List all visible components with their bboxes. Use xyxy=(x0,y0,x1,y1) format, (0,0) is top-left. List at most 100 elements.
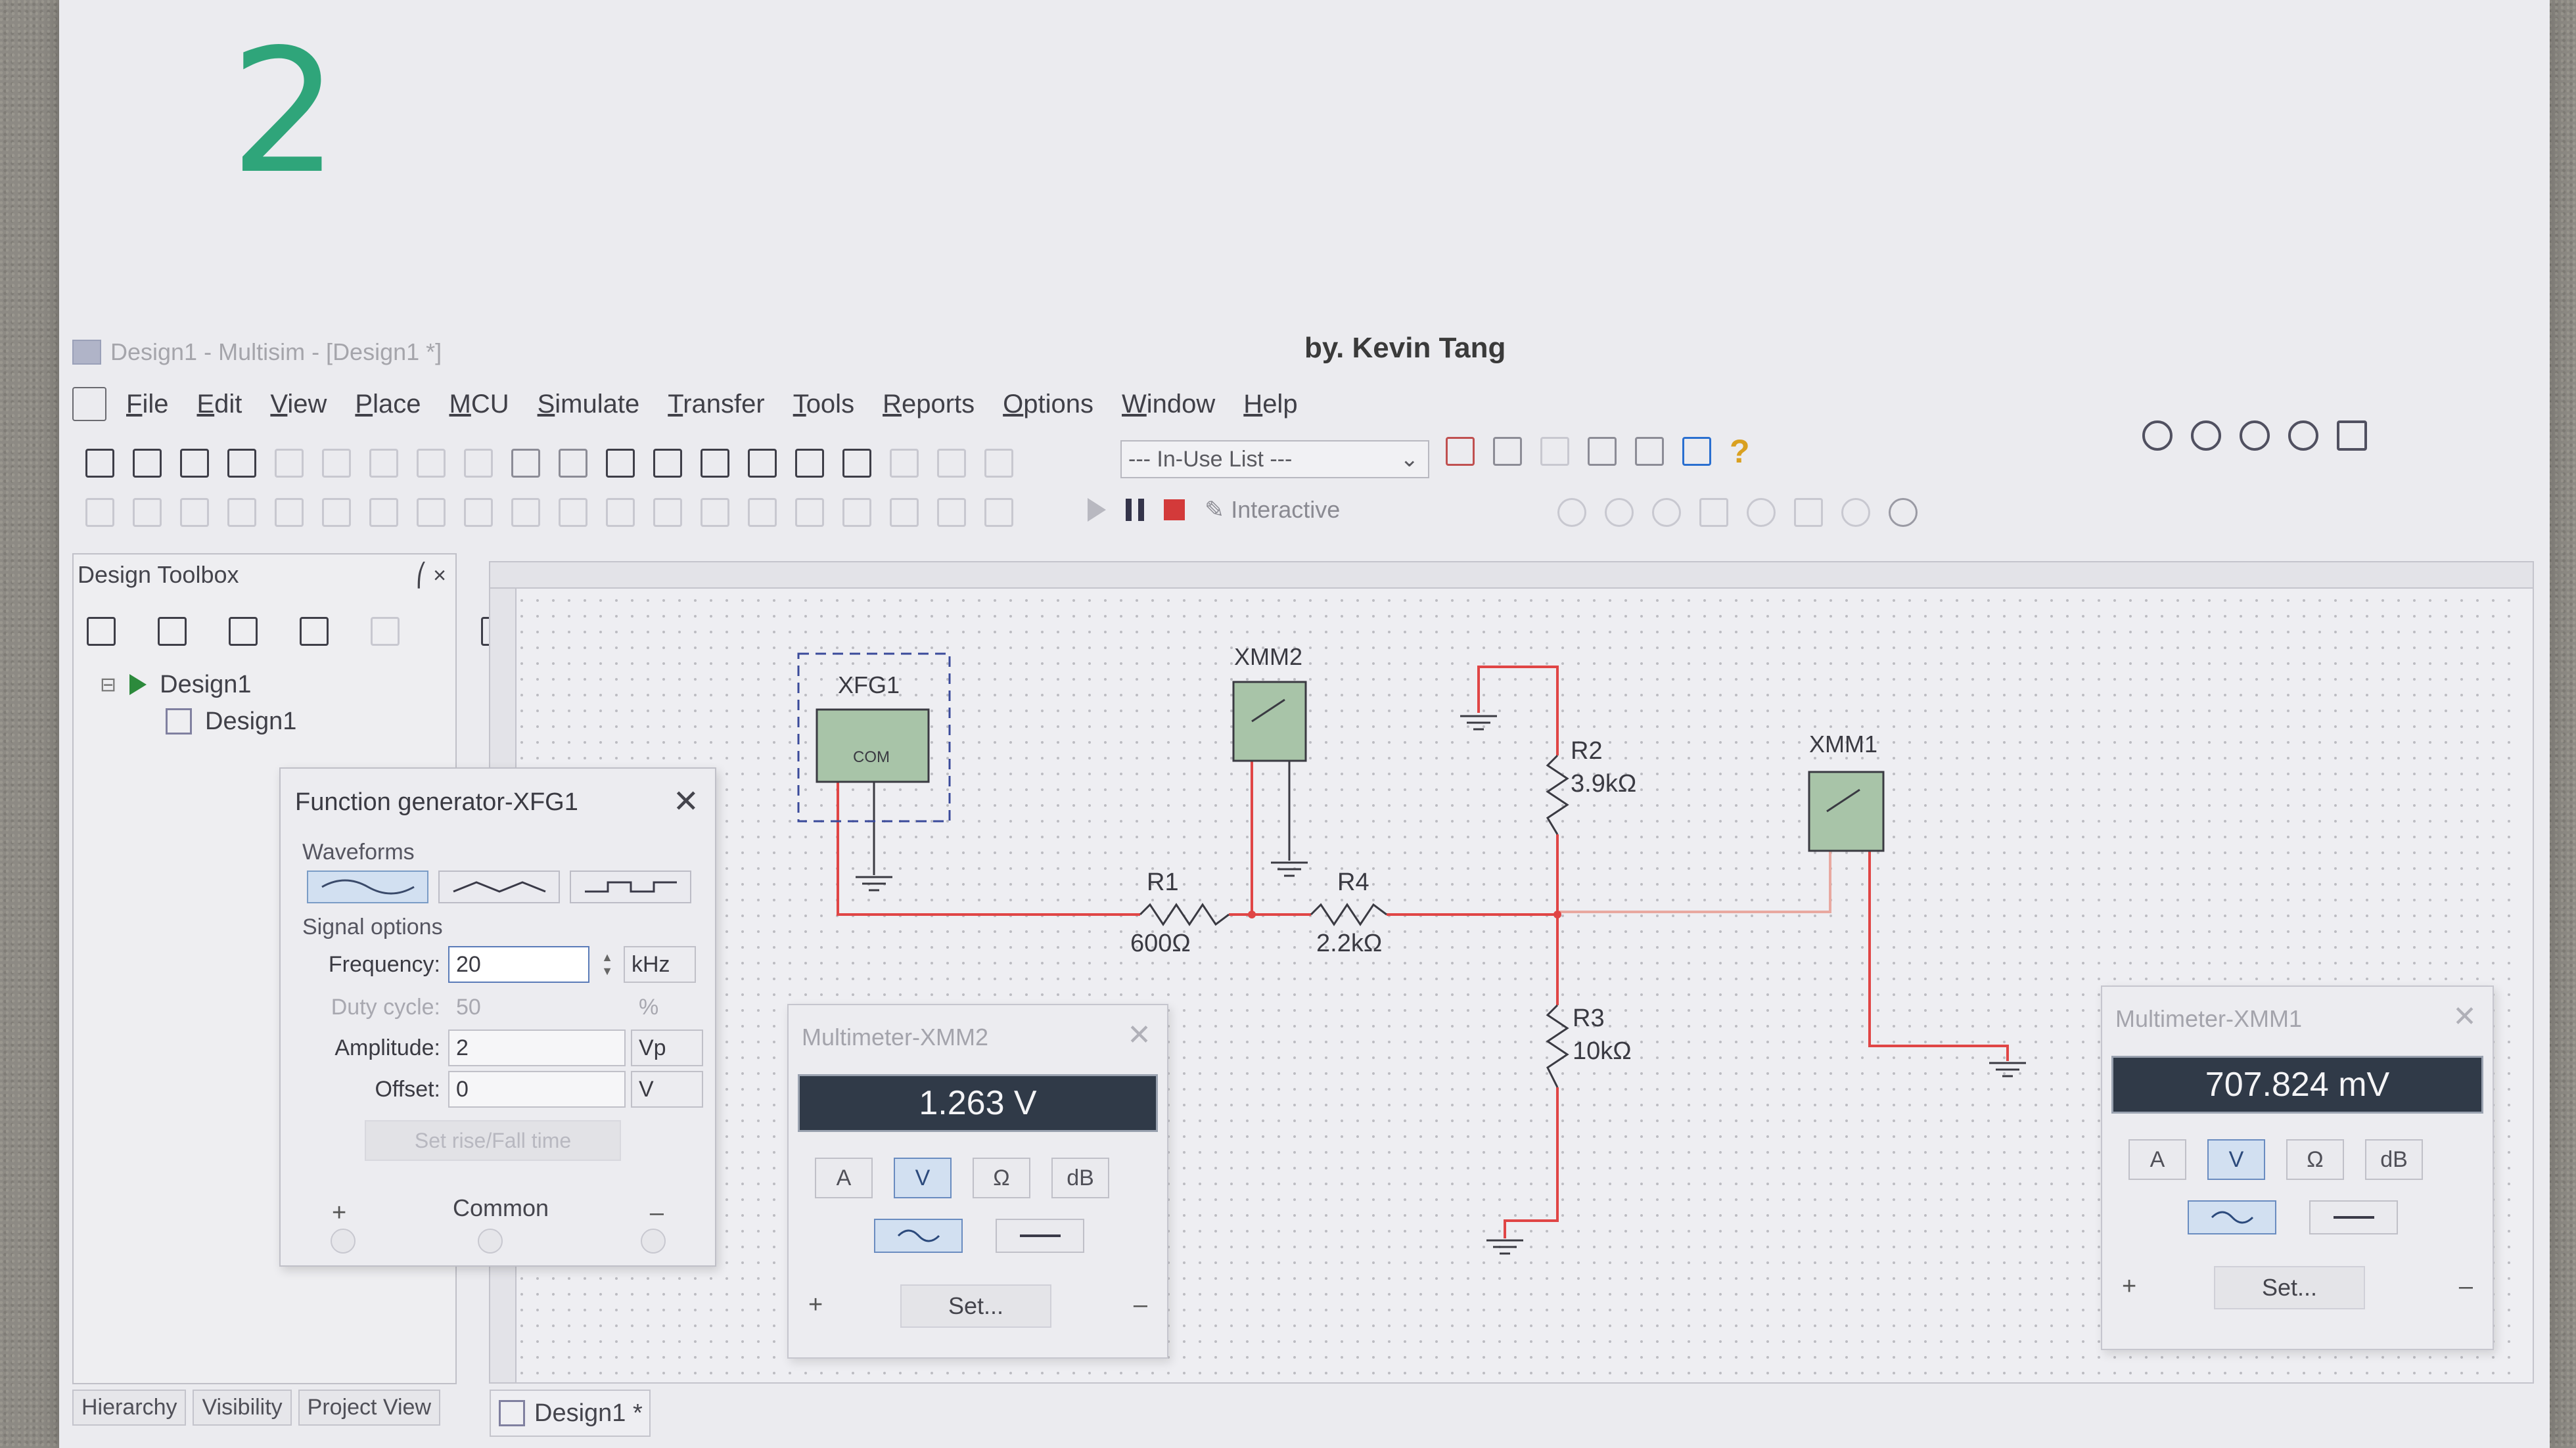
tab-hierarchy[interactable]: Hierarchy xyxy=(72,1390,187,1426)
undo-icon[interactable] xyxy=(511,449,540,478)
zoom-area-icon[interactable] xyxy=(2240,420,2270,451)
voltmeter-mode-button[interactable]: V xyxy=(2207,1139,2265,1180)
resistor-r4[interactable]: R4 2.2kΩ xyxy=(1310,869,1387,957)
tree-item-design1-sheet[interactable]: Design1 xyxy=(100,703,296,740)
dc-mode-button[interactable] xyxy=(2309,1200,2398,1234)
menu-edit[interactable]: Edit xyxy=(196,389,242,419)
step-back-icon[interactable] xyxy=(1540,437,1569,466)
open-sample-icon[interactable] xyxy=(180,449,209,478)
advanced-peripherals-icon[interactable] xyxy=(464,498,493,527)
menu-file[interactable]: File xyxy=(126,389,169,419)
ammeter-probe-icon[interactable] xyxy=(1605,498,1634,527)
sine-wave-button[interactable] xyxy=(307,871,428,903)
zoom-in-icon[interactable] xyxy=(2142,420,2173,451)
pin-icon[interactable]: ⎛ xyxy=(415,563,427,588)
ammeter-mode-button[interactable]: A xyxy=(815,1158,873,1198)
step-forward-icon[interactable] xyxy=(1588,437,1617,466)
component-wizard-icon[interactable] xyxy=(748,449,777,478)
reference-probe-icon[interactable] xyxy=(1794,498,1823,527)
globe-icon[interactable] xyxy=(1682,437,1711,466)
menu-reports[interactable]: Reports xyxy=(883,389,975,419)
power-icon[interactable] xyxy=(653,498,682,527)
offset-unit[interactable]: V xyxy=(631,1071,703,1108)
ammeter-mode-button[interactable]: A xyxy=(2128,1139,2186,1180)
zoom-out-icon[interactable] xyxy=(2191,420,2221,451)
tab-project-view[interactable]: Project View xyxy=(298,1390,441,1426)
probe-dropdown-icon[interactable] xyxy=(1493,437,1522,466)
pause-icon[interactable] xyxy=(1126,499,1144,521)
set-rise-fall-button[interactable]: Set rise/Fall time xyxy=(365,1120,621,1161)
duty-cycle-input[interactable]: 50 xyxy=(456,994,481,1020)
menu-help[interactable]: Help xyxy=(1243,389,1298,419)
paste-icon[interactable] xyxy=(464,449,493,478)
tree-item-design1-root[interactable]: ⊟ Design1 xyxy=(100,666,296,703)
common-terminal[interactable] xyxy=(478,1229,503,1254)
multimeter-xmm1-symbol[interactable]: XMM1 xyxy=(1808,731,1885,852)
delete-design-icon[interactable] xyxy=(371,617,400,646)
plus-terminal[interactable] xyxy=(331,1229,356,1254)
frequency-stepper[interactable]: ▲▼ xyxy=(601,951,613,978)
spreadsheet-icon[interactable] xyxy=(653,449,682,478)
menu-place[interactable]: Place xyxy=(355,389,421,419)
forward-annotate-icon[interactable] xyxy=(984,449,1013,478)
erc-icon[interactable] xyxy=(890,449,919,478)
source-icon[interactable] xyxy=(85,498,114,527)
help-icon[interactable]: ? xyxy=(1730,433,1750,470)
menu-tools[interactable]: Tools xyxy=(793,389,855,419)
frequency-unit[interactable]: kHz xyxy=(624,946,696,983)
diode-icon[interactable] xyxy=(180,498,209,527)
back-annotate-icon[interactable] xyxy=(937,449,966,478)
cut-icon[interactable] xyxy=(369,449,398,478)
probe-icon[interactable] xyxy=(1446,437,1475,466)
basic-icon[interactable] xyxy=(133,498,162,527)
offset-input[interactable]: 0 xyxy=(448,1071,626,1108)
close-icon[interactable]: ✕ xyxy=(2452,1001,2477,1033)
open-icon[interactable] xyxy=(133,449,162,478)
new-design-icon[interactable] xyxy=(87,617,116,646)
mixed-icon[interactable] xyxy=(559,498,587,527)
menu-view[interactable]: View xyxy=(270,389,327,419)
voltmeter-probe-icon[interactable] xyxy=(1557,498,1586,527)
save-design-icon[interactable] xyxy=(229,617,258,646)
menu-window[interactable]: Window xyxy=(1122,389,1216,419)
resistor-r2[interactable]: R2 3.9kΩ xyxy=(1546,737,1636,835)
analog-icon[interactable] xyxy=(275,498,304,527)
search-icon[interactable] xyxy=(1635,437,1664,466)
redo-icon[interactable] xyxy=(559,449,587,478)
power-probe-icon[interactable] xyxy=(1652,498,1681,527)
differential-probe-icon[interactable] xyxy=(1699,498,1728,527)
open-design-icon[interactable] xyxy=(158,617,187,646)
close-icon[interactable]: × xyxy=(433,563,446,588)
ni-components-icon[interactable] xyxy=(842,498,871,527)
misc-icon[interactable] xyxy=(701,498,729,527)
menu-mcu[interactable]: MCU xyxy=(449,389,509,419)
xmm2-set-button[interactable]: Set... xyxy=(900,1284,1051,1328)
play-icon[interactable] xyxy=(1088,498,1106,522)
indicator-icon[interactable] xyxy=(606,498,635,527)
frequency-input[interactable]: 20 xyxy=(448,946,589,983)
document-menu-icon[interactable] xyxy=(72,387,106,421)
toolbox-icon[interactable] xyxy=(606,449,635,478)
decibel-mode-button[interactable]: dB xyxy=(2365,1139,2423,1180)
function-generator-xfg1[interactable]: XFG1 COM xyxy=(797,652,951,823)
amplitude-input[interactable]: 2 xyxy=(448,1029,626,1066)
ohmmeter-mode-button[interactable]: Ω xyxy=(2286,1139,2344,1180)
digital-probe-icon[interactable] xyxy=(1841,498,1870,527)
print-preview-icon[interactable] xyxy=(322,449,351,478)
full-screen-icon[interactable] xyxy=(2337,420,2367,451)
gear-icon[interactable] xyxy=(1889,498,1918,527)
copy-icon[interactable] xyxy=(417,449,446,478)
transistor-icon[interactable] xyxy=(227,498,256,527)
xmm1-set-button[interactable]: Set... xyxy=(2214,1266,2365,1309)
close-icon[interactable]: ✕ xyxy=(672,784,699,819)
new-icon[interactable] xyxy=(85,449,114,478)
resistor-r1[interactable]: R1 600Ω xyxy=(1130,869,1230,957)
database-icon[interactable] xyxy=(701,449,729,478)
hierarchical-block-icon[interactable] xyxy=(937,498,966,527)
voltmeter-mode-button[interactable]: V xyxy=(894,1158,952,1198)
collapse-icon[interactable]: ⊟ xyxy=(100,673,117,696)
grapher-icon[interactable] xyxy=(795,449,824,478)
amplitude-unit[interactable]: Vp xyxy=(631,1029,703,1066)
triangle-wave-button[interactable] xyxy=(438,871,560,903)
misc-digital-icon[interactable] xyxy=(511,498,540,527)
